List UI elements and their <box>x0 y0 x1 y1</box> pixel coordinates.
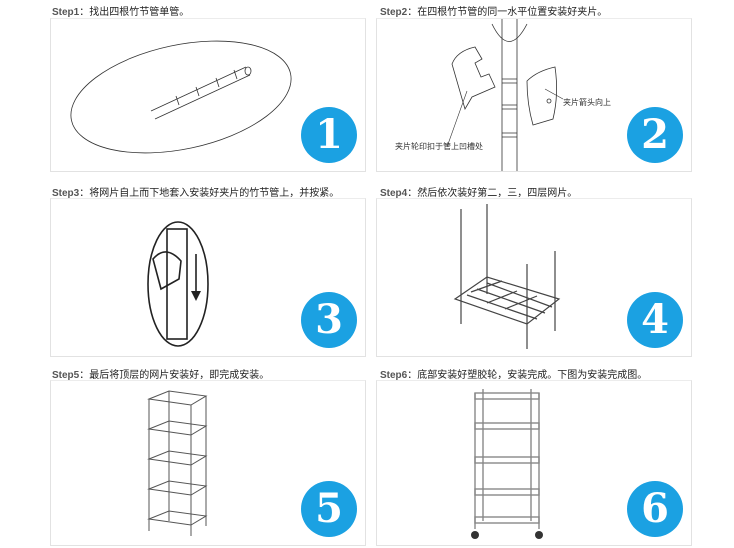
clip-illustration <box>446 19 564 171</box>
step2-panel: 夹片轮印扣于管上凹槽处 夹片箭头向上 2 <box>376 18 692 172</box>
step-number-badge: 1 <box>301 107 357 163</box>
step-text: 将网片自上而下地套入安装好夹片的竹节管上，并按紧。 <box>89 188 340 199</box>
step2-header: Step2：在四根竹节管的同一水平位置安装好夹片。 <box>380 3 607 18</box>
step1-header: Step1：找出四根竹节管单管。 <box>52 3 189 18</box>
shelf-layer-illustration <box>453 204 561 349</box>
step3-header: Step3：将网片自上而下地套入安装好夹片的竹节管上，并按紧。 <box>52 184 339 199</box>
step-label: Step2 <box>380 7 408 18</box>
step-number-badge: 3 <box>301 292 357 348</box>
step1-panel: 1 <box>50 18 366 172</box>
step-label: Step5 <box>52 370 80 381</box>
finished-shelf-photo <box>471 389 543 539</box>
sep: ： <box>79 370 90 381</box>
step-number-badge: 5 <box>301 481 357 537</box>
step6-panel: 6 <box>376 380 692 546</box>
step-text: 找出四根竹节管单管。 <box>89 7 190 18</box>
sep: ： <box>79 7 90 18</box>
step-label: Step3 <box>52 188 80 199</box>
step-number-badge: 4 <box>627 292 683 348</box>
press-shelf-illustration <box>147 221 209 347</box>
step-text: 底部安装好塑胶轮，安装完成。下图为安装完成图。 <box>417 370 648 381</box>
step6-header: Step6：底部安装好塑胶轮，安装完成。下图为安装完成图。 <box>380 366 647 381</box>
step-text: 最后将顶层的网片安装好，即完成安装。 <box>89 370 270 381</box>
sep: ： <box>407 188 418 199</box>
step-number-badge: 6 <box>627 481 683 537</box>
step4-header: Step4：然后依次装好第二，三，四层网片。 <box>380 184 577 199</box>
bamboo-tube-illustration <box>70 40 292 154</box>
step5-header: Step5：最后将顶层的网片安装好，即完成安装。 <box>52 366 269 381</box>
step-label: Step6 <box>380 370 408 381</box>
clip-groove-note: 夹片轮印扣于管上凹槽处 <box>395 142 483 151</box>
step-text: 在四根竹节管的同一水平位置安装好夹片。 <box>417 7 608 18</box>
sep: ： <box>407 7 418 18</box>
step-number-badge: 2 <box>627 107 683 163</box>
sep: ： <box>407 370 418 381</box>
step-label: Step1 <box>52 7 80 18</box>
step-label: Step4 <box>380 188 408 199</box>
step5-panel: 5 <box>50 380 366 546</box>
clip-arrow-note: 夹片箭头向上 <box>563 98 611 107</box>
step4-panel: 4 <box>376 198 692 357</box>
assembled-shelf-sketch <box>147 390 208 536</box>
step3-panel: 3 <box>50 198 366 357</box>
sep: ： <box>79 188 90 199</box>
step-text: 然后依次装好第二，三，四层网片。 <box>417 188 578 199</box>
